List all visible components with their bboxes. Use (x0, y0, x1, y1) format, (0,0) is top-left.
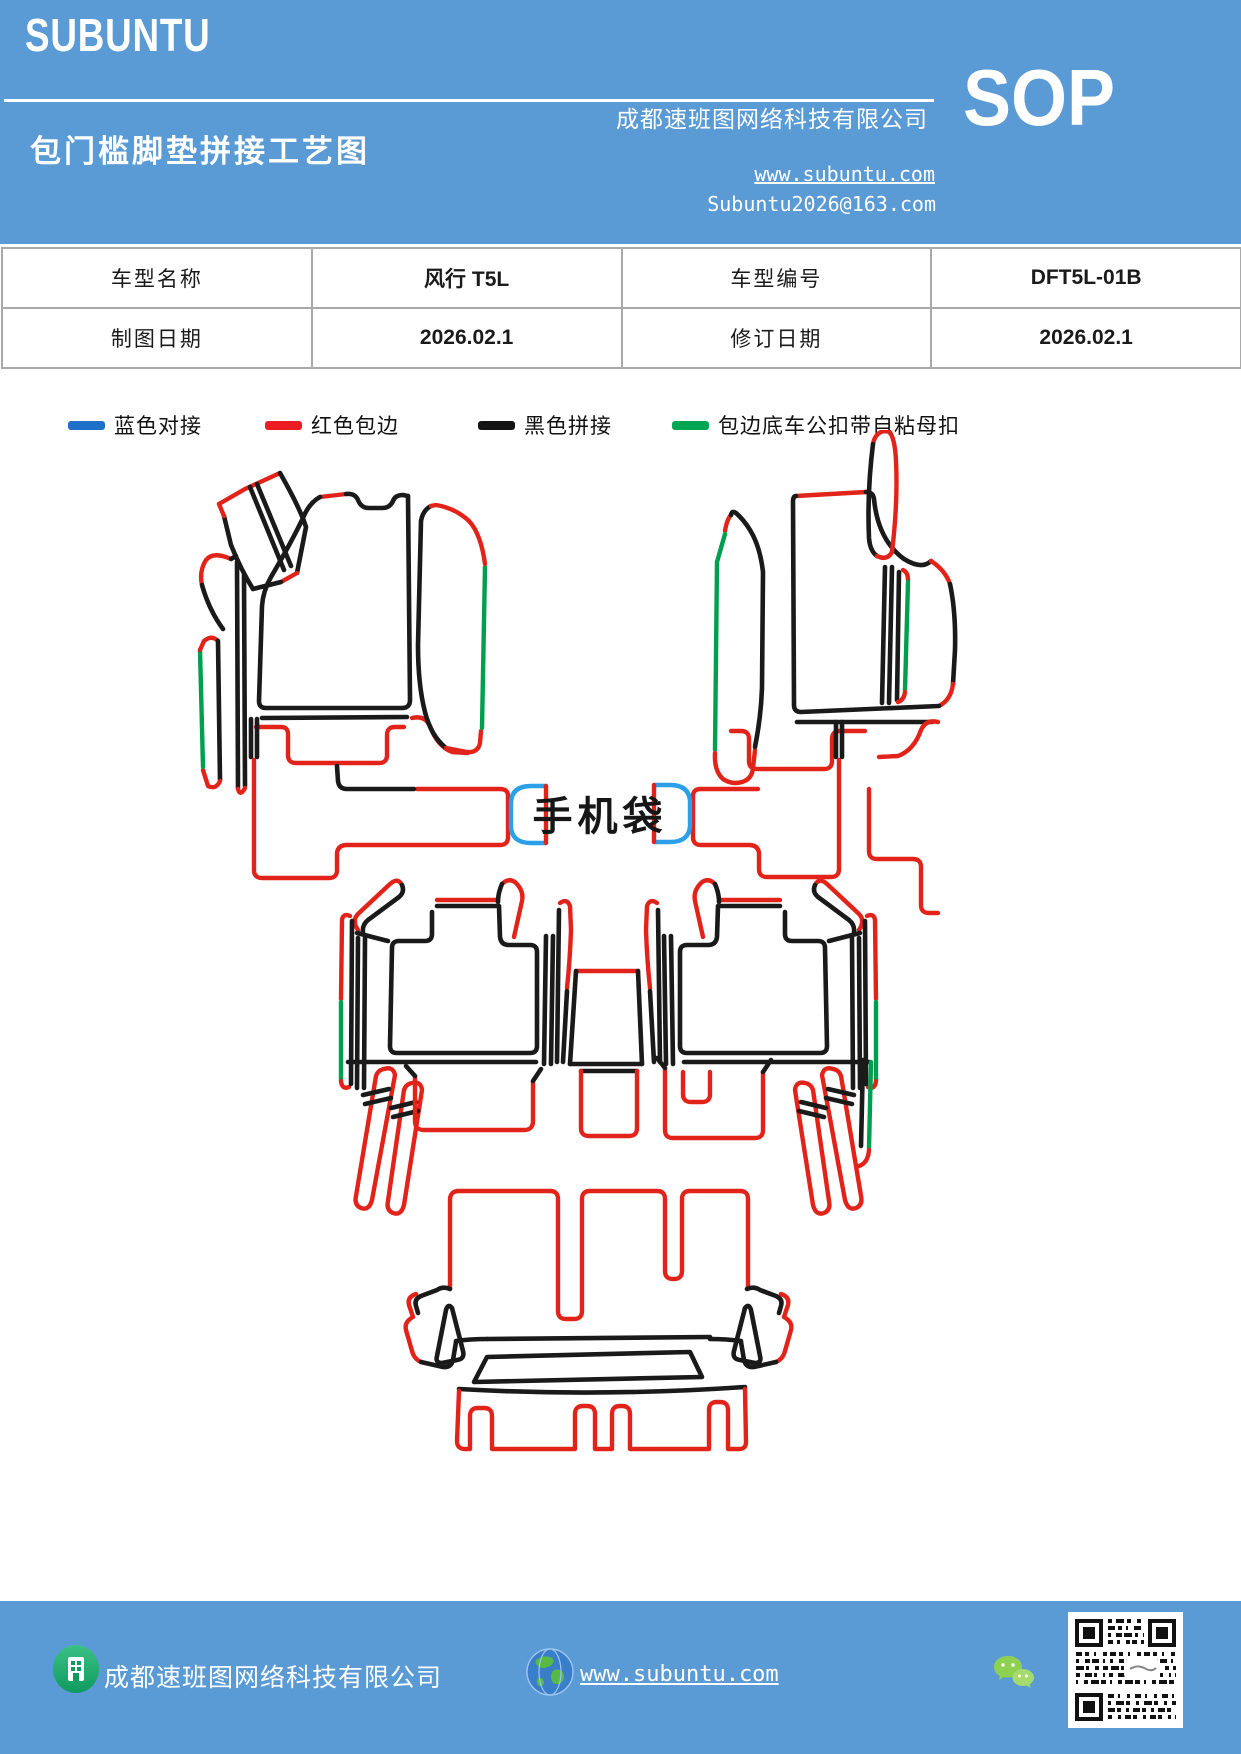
front-right-mat (690, 430, 958, 916)
sop-badge: SOP (963, 53, 1116, 142)
phone-bag-label: 手机袋 (533, 795, 668, 839)
model-name-value: 风行 T5L (311, 248, 622, 308)
legend: 蓝色对接 红色包边 黑色拼接 包边底车公扣带自粘母扣 (0, 408, 1241, 442)
header-divider (4, 99, 934, 102)
draw-date-label: 制图日期 (2, 308, 312, 368)
building-icon (53, 1645, 99, 1693)
legend-label: 红色包边 (311, 414, 399, 438)
legend-label: 蓝色对接 (114, 414, 202, 438)
model-name-label: 车型名称 (2, 248, 312, 308)
phone-bag: 手机袋 (508, 782, 693, 846)
second-row-right-straps (654, 1055, 874, 1216)
header: SUBUNTU 包门槛脚垫拼接工艺图 成都速班图网络科技有限公司 SOP www… (0, 0, 1241, 244)
blue-line-swatch (68, 420, 105, 430)
mat-diagram-canvas: 手机袋 (197, 430, 958, 1452)
center-tunnel-pieces (567, 968, 645, 1139)
draw-date-value: 2026.02.1 (311, 308, 622, 368)
front-left-mat (197, 470, 511, 881)
footer (0, 1601, 1241, 1754)
footer-website-link[interactable]: www.subuntu.com (580, 1662, 779, 1687)
vehicle-info-table: 车型名称 风行 T5L 车型编号 DFT5L-01B 制图日期 2026.02.… (1, 247, 1241, 369)
qr-code (1068, 1612, 1183, 1728)
black-line-swatch (478, 420, 515, 430)
mat-splice-diagram: 手机袋 (0, 430, 1241, 1460)
legend-item-red: 红色包边 (265, 408, 399, 442)
footer-company-name: 成都速班图网络科技有限公司 (104, 1665, 443, 1692)
trunk-mat (403, 1188, 794, 1385)
wechat-icon (994, 1656, 1034, 1688)
header-email[interactable]: Subuntu2026@163.com (707, 192, 936, 216)
legend-item-green: 包边底车公扣带自粘母扣 (672, 408, 960, 442)
second-row-left-mat (338, 878, 574, 1091)
page-title: 包门槛脚垫拼接工艺图 (30, 134, 370, 169)
model-code-value: DFT5L-01B (931, 248, 1241, 308)
brand-logo: SUBUNTU (25, 9, 211, 61)
revise-date-value: 2026.02.1 (931, 308, 1241, 368)
legend-item-black: 黑色拼接 (478, 408, 612, 442)
green-line-swatch (672, 420, 709, 430)
second-row-right-mat (643, 878, 879, 1091)
legend-label: 黑色拼接 (524, 414, 612, 438)
revise-date-label: 修订日期 (621, 308, 932, 368)
legend-item-blue: 蓝色对接 (68, 408, 202, 442)
header-company-name: 成都速班图网络科技有限公司 (616, 107, 928, 132)
rear-sill-mat (454, 1384, 749, 1452)
header-website-link[interactable]: www.subuntu.com (754, 162, 935, 186)
model-code-label: 车型编号 (621, 248, 932, 308)
second-row-left-straps (353, 1063, 544, 1216)
red-line-swatch (265, 420, 302, 430)
globe-icon (526, 1648, 574, 1696)
legend-label: 包边底车公扣带自粘母扣 (718, 414, 960, 438)
